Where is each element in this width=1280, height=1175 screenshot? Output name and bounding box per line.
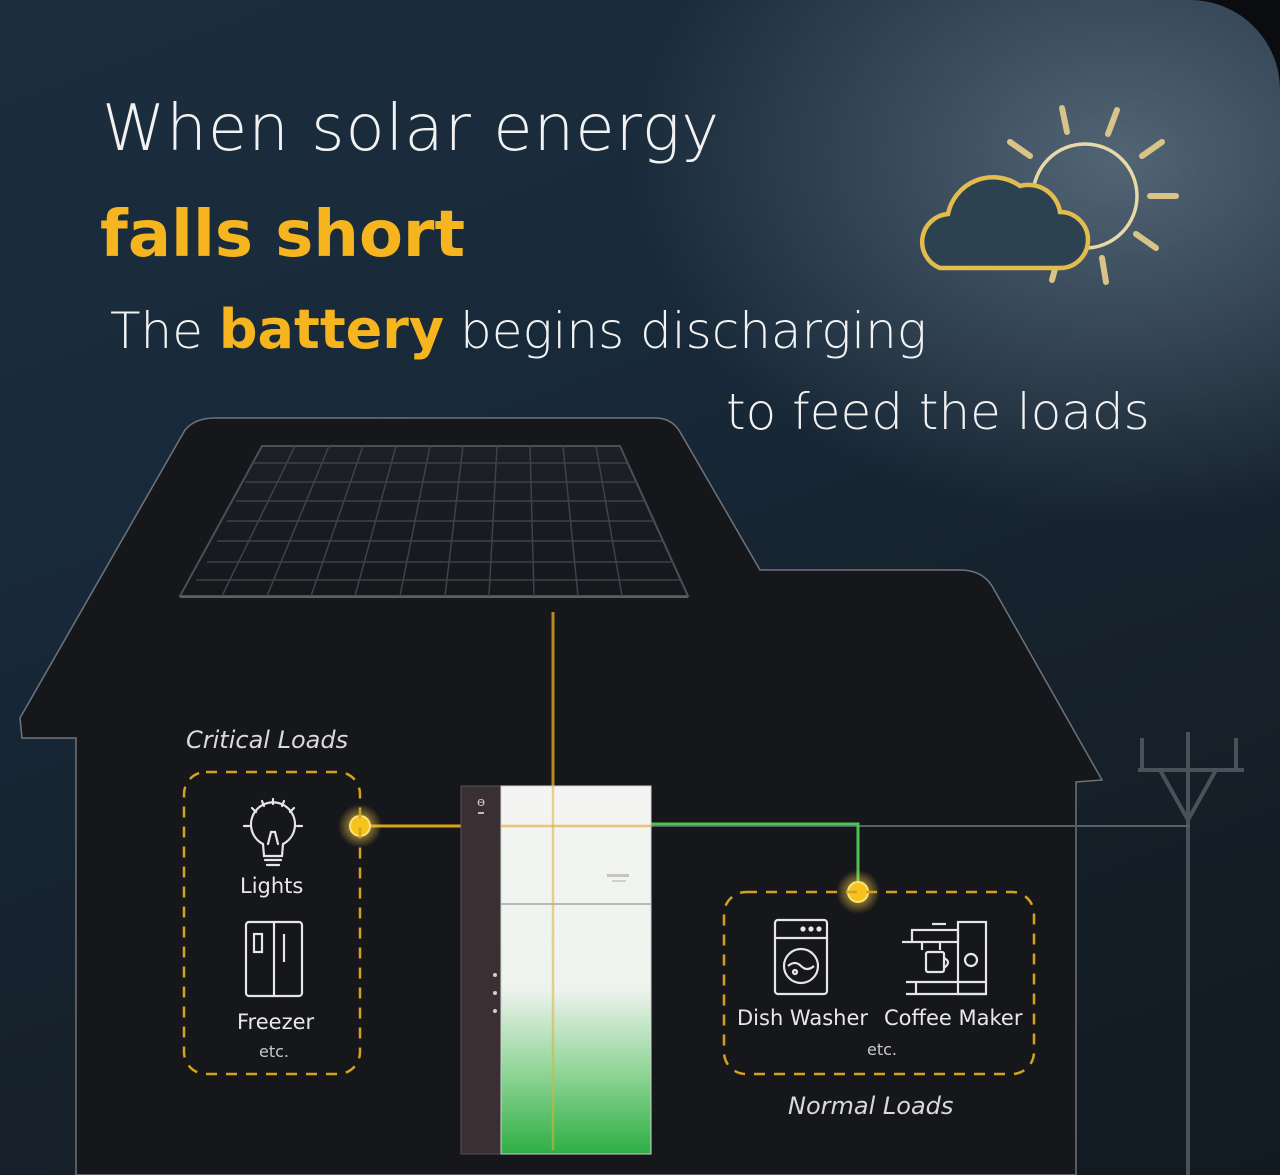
power-pole-icon	[1138, 732, 1244, 1175]
dishwasher-icon	[773, 918, 829, 996]
svg-text:ϴ: ϴ	[477, 798, 485, 809]
headline-line-3: The battery begins discharging	[110, 298, 927, 361]
headline-highlight-battery: battery	[218, 298, 445, 361]
coffee-maker-icon	[902, 920, 988, 996]
normal-load-coffee-maker-label: Coffee Maker	[884, 1006, 1023, 1030]
headline-line-1: When solar energy	[102, 92, 721, 166]
critical-loads-etc: etc.	[259, 1042, 289, 1061]
critical-loads-box	[182, 770, 362, 1076]
headline-line-3-pre: The	[110, 302, 203, 360]
critical-load-lights-label: Lights	[240, 874, 304, 898]
critical-loads-title: Critical Loads	[186, 726, 349, 754]
normal-loads-box	[722, 890, 1036, 1076]
headline-line-4: to feed the loads	[726, 383, 1150, 441]
freezer-icon	[244, 920, 304, 998]
partly-cloudy-sun-icon	[919, 105, 1179, 285]
normal-load-dishwasher-label: Dish Washer	[737, 1006, 869, 1030]
battery-icon: ϴ	[460, 785, 652, 1155]
solar-panel-icon	[178, 445, 690, 598]
light-bulb-icon	[242, 797, 304, 867]
critical-load-freezer-label: Freezer	[237, 1010, 315, 1034]
normal-loads-etc: etc.	[867, 1040, 897, 1059]
normal-flow-line	[651, 822, 860, 890]
headline-line-2: falls short	[100, 198, 466, 272]
headline-line-3-post: begins discharging	[460, 302, 927, 360]
normal-loads-title: Normal Loads	[788, 1092, 954, 1120]
